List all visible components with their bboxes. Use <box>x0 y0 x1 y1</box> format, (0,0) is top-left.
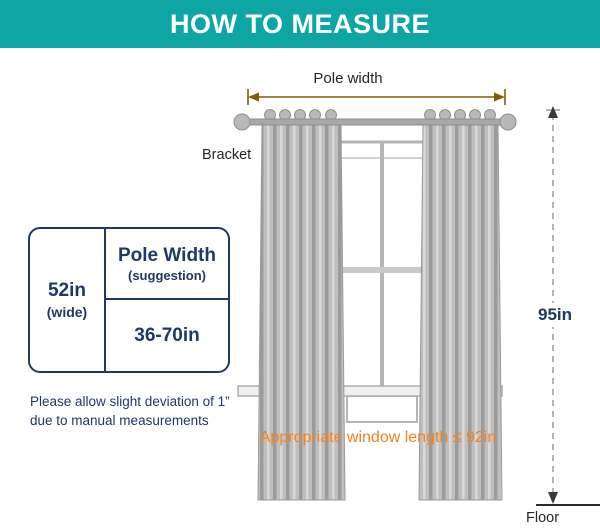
floor-label: Floor <box>526 510 560 526</box>
size-table-range-cell: 36-70in <box>106 300 228 371</box>
size-table-pole-header-cell: Pole Width (suggestion) <box>106 229 228 300</box>
curtain-rod <box>233 113 517 131</box>
window-length-note: Appropriate window length ≤ 92in <box>259 429 497 446</box>
pole-range-value: 36-70in <box>134 324 200 346</box>
left-finial <box>233 113 251 131</box>
pole-width-arrow <box>247 89 506 105</box>
curtain-diagram <box>233 89 600 506</box>
right-finial <box>499 113 517 131</box>
page-title: HOW TO MEASURE <box>169 8 430 39</box>
window-apron <box>346 395 418 423</box>
width-sub-label: (wide) <box>46 304 88 320</box>
size-table-width-cell: 52in (wide) <box>30 229 106 371</box>
width-value: 52in <box>47 280 87 301</box>
measurement-note: Please allow slight deviation of 1” due … <box>30 392 230 430</box>
note-line-1: Please allow slight deviation of 1” <box>30 394 230 409</box>
bracket-label: Bracket <box>202 147 252 163</box>
diagram-stage: Pole width Bracket 95in Floor Appropriat… <box>0 48 600 532</box>
header-banner: HOW TO MEASURE <box>0 0 600 48</box>
size-table: 52in (wide) Pole Width (suggestion) 36-7… <box>28 227 230 373</box>
window-sill <box>237 385 503 397</box>
pole-width-subtitle: (suggestion) <box>128 267 206 283</box>
height-label: 95in <box>528 303 582 327</box>
pole-width-title: Pole Width <box>118 244 216 266</box>
pole-width-label: Pole width <box>313 70 383 87</box>
window <box>237 140 503 423</box>
note-line-2: due to manual measurements <box>30 413 209 428</box>
